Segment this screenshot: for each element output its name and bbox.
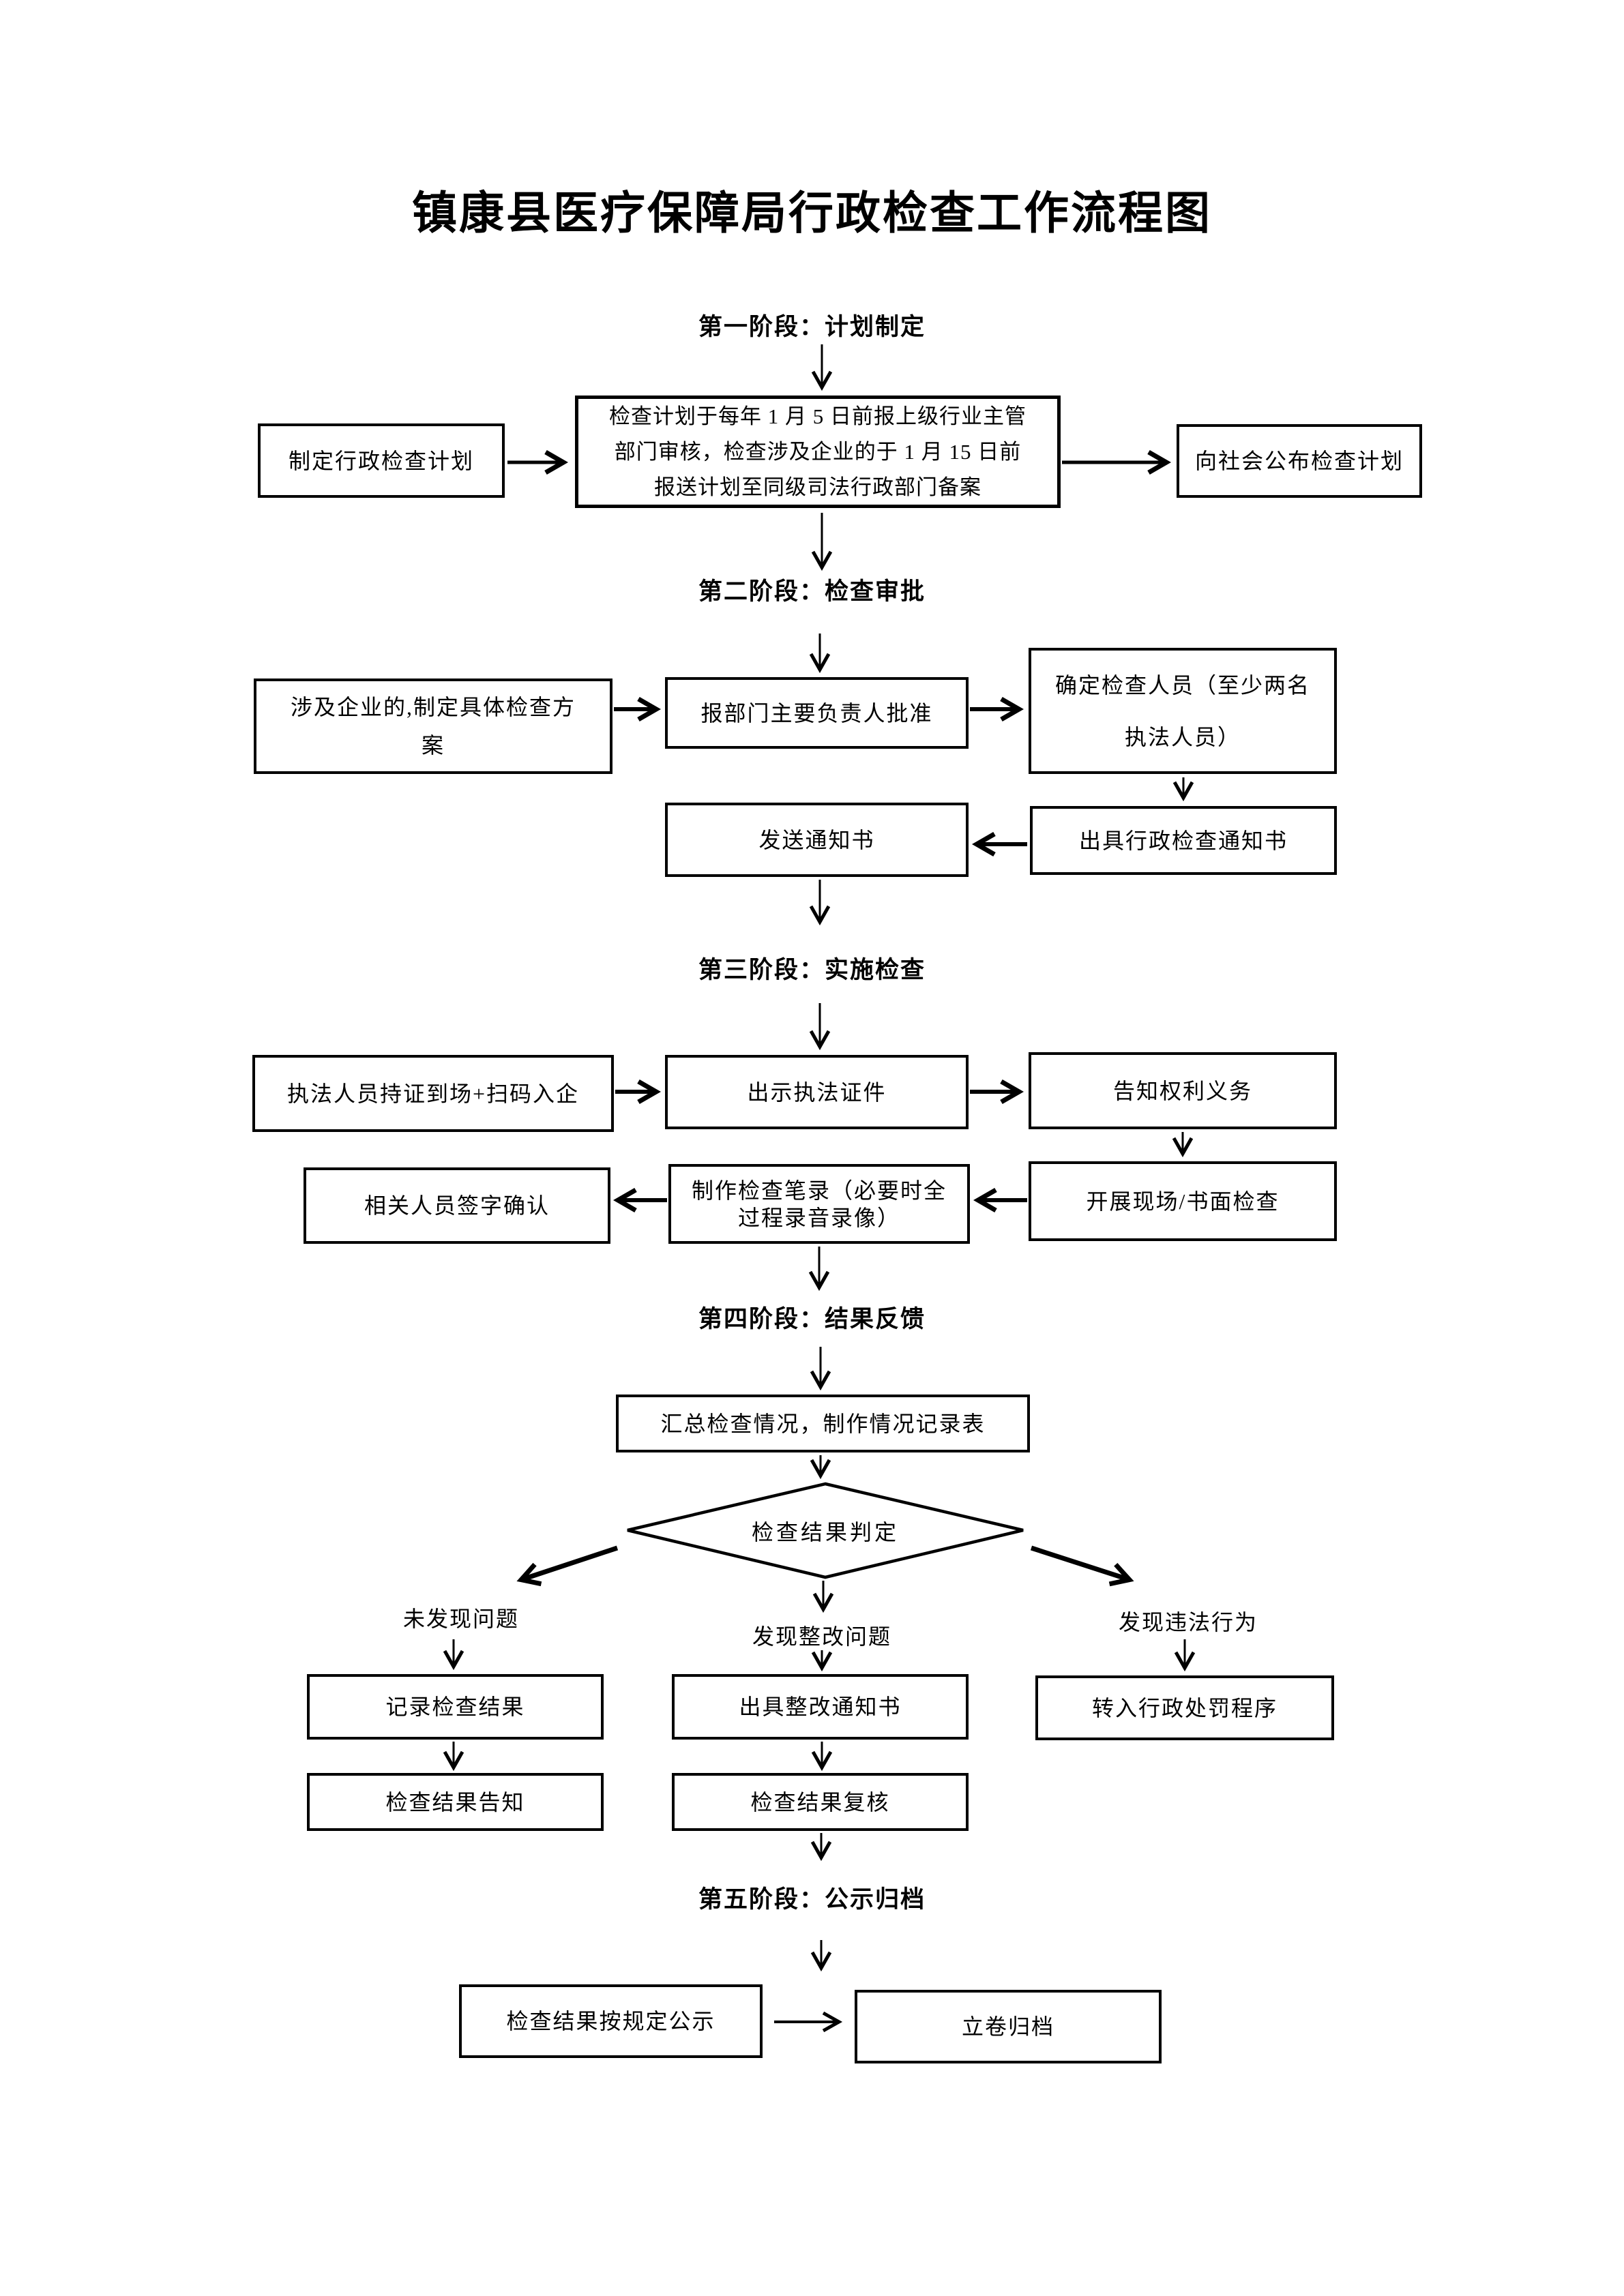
box-inform-rights: 告知权利义务 — [1029, 1052, 1337, 1129]
arrow-decision-to-illegal — [1030, 1545, 1134, 1587]
box-summarize: 汇总检查情况，制作情况记录表 — [616, 1395, 1030, 1452]
stage3-heading: 第三阶段：实施检查 — [698, 957, 926, 983]
box-result-inform: 检查结果告知 — [307, 1773, 604, 1831]
decision-diamond — [627, 1482, 1024, 1579]
decision-label: 检查结果判定 — [751, 1520, 900, 1545]
stage5-heading: 第五阶段：公示归档 — [698, 1886, 926, 1913]
box-send-notice: 发送通知书 — [665, 803, 969, 877]
box-issue-notice: 出具行政检查通知书 — [1030, 806, 1337, 875]
arrow-decision-to-none — [516, 1545, 619, 1587]
stage4-heading: 第四阶段：结果反馈 — [698, 1306, 926, 1332]
box-make-record: 制作检查笔录（必要时全 过程录音录像） — [668, 1164, 970, 1244]
box-rectify-notice: 出具整改通知书 — [672, 1674, 969, 1740]
box-record-result: 记录检查结果 — [307, 1674, 604, 1740]
stage2-heading: 第二阶段：检查审批 — [698, 578, 926, 605]
label-illegal-act: 发现违法行为 — [1118, 1610, 1258, 1635]
box-publish-plan: 向社会公布检查计划 — [1177, 424, 1422, 498]
box-transfer-punishment: 转入行政处罚程序 — [1035, 1675, 1334, 1740]
box-sign-confirm: 相关人员签字确认 — [304, 1167, 610, 1244]
box-publicize-result: 检查结果按规定公示 — [459, 1984, 763, 2058]
box-leader-approval: 报部门主要负责人批准 — [665, 677, 969, 749]
box-archive: 立卷归档 — [855, 1990, 1162, 2063]
label-rectify-problem: 发现整改问题 — [752, 1624, 891, 1649]
box-arrive-scan: 执法人员持证到场+扫码入企 — [252, 1055, 614, 1132]
box-make-plan: 制定行政检查计划 — [258, 423, 505, 498]
page-title: 镇康县医疗保障局行政检查工作流程图 — [412, 189, 1212, 239]
box-inspection-scheme: 涉及企业的,制定具体检查方 案 — [254, 679, 612, 774]
box-conduct-inspection: 开展现场/书面检查 — [1029, 1161, 1337, 1241]
stage1-heading: 第一阶段：计划制定 — [698, 314, 926, 340]
box-show-credentials: 出示执法证件 — [665, 1055, 969, 1129]
box-report-plan: 检查计划于每年 1 月 5 日前报上级行业主管 部门审核，检查涉及企业的于 1 … — [575, 396, 1061, 508]
box-result-review: 检查结果复核 — [672, 1773, 969, 1831]
label-no-problem: 未发现问题 — [402, 1607, 519, 1631]
box-determine-staff: 确定检查人员（至少两名 执法人员） — [1029, 648, 1337, 774]
